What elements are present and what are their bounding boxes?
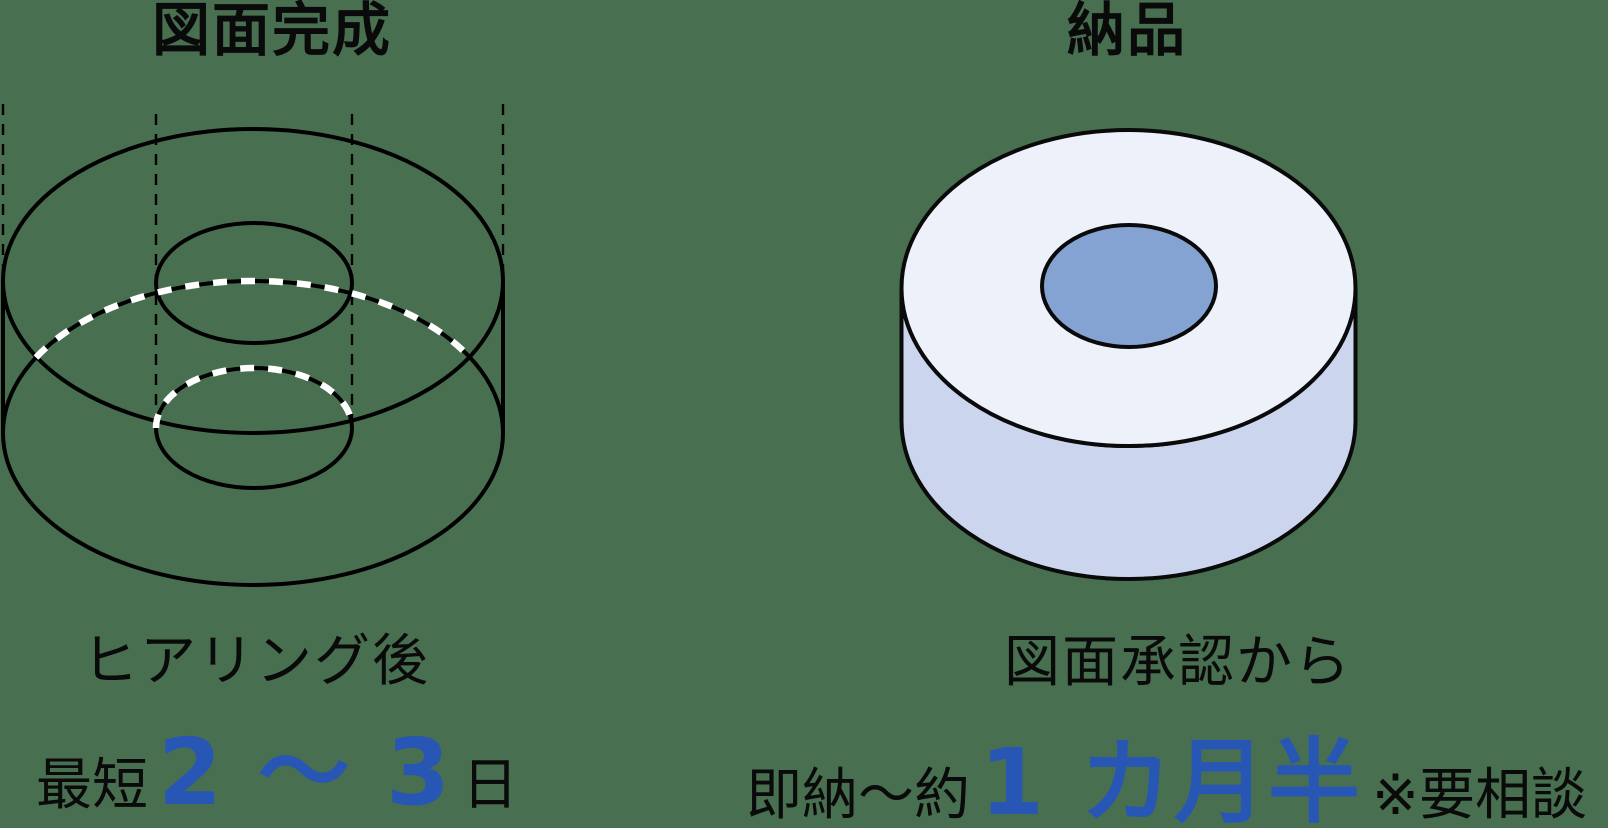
hidden-line-white-dashes — [33, 277, 473, 429]
right-panel-title: 納品 — [1066, 0, 1188, 64]
hidden-outer-back-arc — [33, 277, 473, 360]
wireframe-solid-lines — [1, 127, 505, 587]
hidden-hole-back-arc — [152, 364, 356, 429]
left-panel-title: 図面完成 — [151, 0, 393, 64]
left-duration-prefix: 最短 — [36, 753, 148, 818]
right-duration-prefix: 即納〜約 — [746, 763, 970, 828]
right-duration-value: 1 カ月半 — [980, 729, 1363, 828]
ring-3d-diagram — [899, 128, 1358, 581]
right-duration-note: ※要相談 — [1372, 763, 1587, 828]
hole-top-ellipse — [154, 221, 354, 345]
left-duration-suffix: 日 — [462, 753, 519, 818]
right-panel-caption: 図面承認から — [1004, 630, 1352, 695]
wireframe-ring-diagram — [1, 104, 505, 587]
left-duration-value: 2 〜 3 — [158, 719, 453, 826]
projection-dashed-lines — [1, 104, 505, 428]
left-panel-caption: ヒアリング後 — [82, 629, 430, 694]
ring-hole — [1040, 223, 1218, 349]
